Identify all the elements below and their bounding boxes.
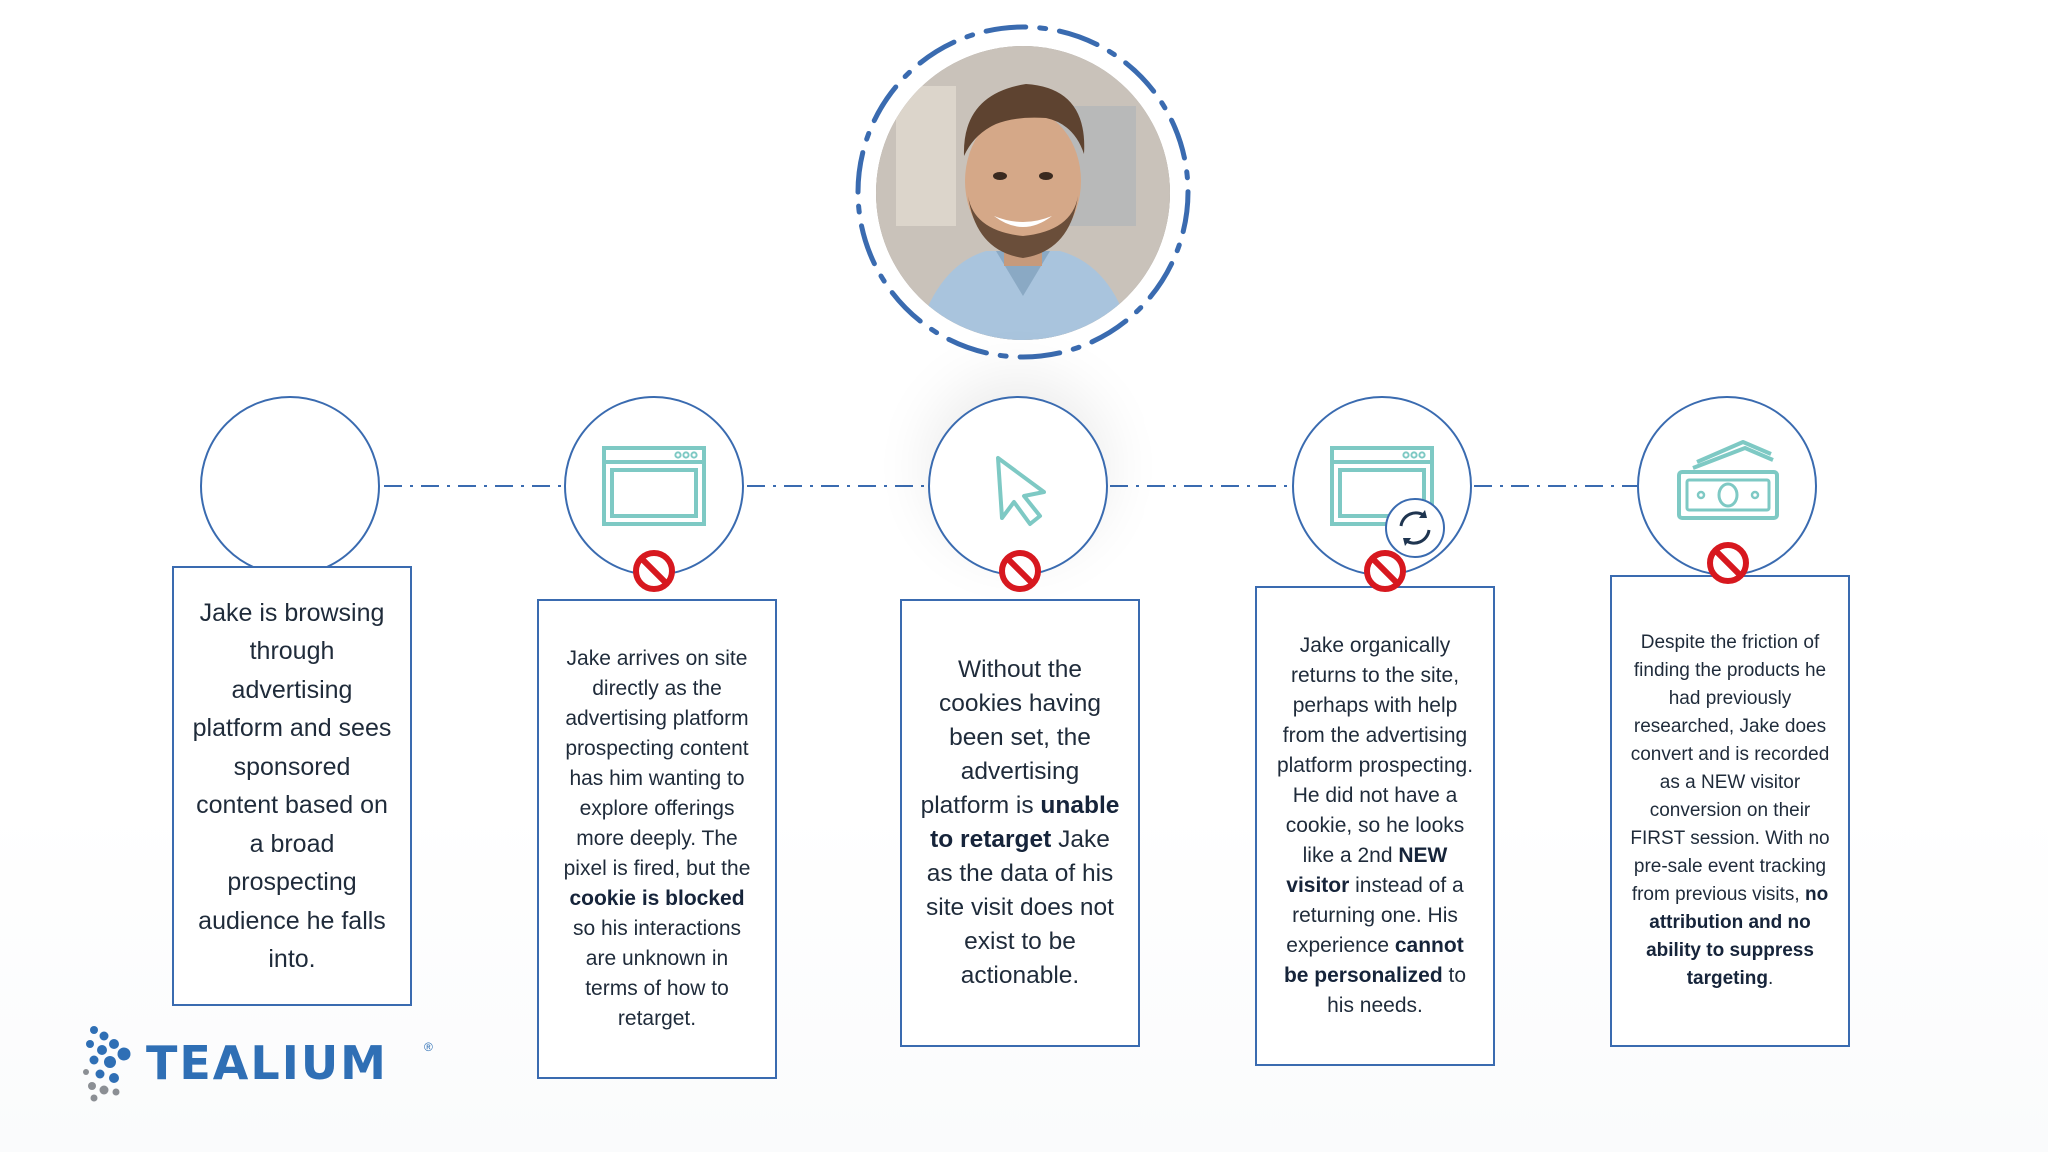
step-4-circle xyxy=(1292,396,1472,576)
body-text: . xyxy=(1768,968,1774,989)
step-5-text: Despite the friction of finding the prod… xyxy=(1612,629,1848,993)
step-5-card: Despite the friction of finding the prod… xyxy=(1610,575,1850,1047)
cursor-arrow-icon xyxy=(996,456,1046,526)
emphasis-text: no attribution and no ability to suppres… xyxy=(1646,884,1829,989)
browser-window-icon xyxy=(602,446,706,526)
emphasis-text: NEW visitor xyxy=(1286,844,1448,897)
emphasis-text: cannot be personalized xyxy=(1283,934,1464,987)
step-4-card: Jake organically returns to the site, pe… xyxy=(1255,586,1495,1066)
body-text: Without the cookies having been set, the… xyxy=(920,656,1102,819)
step-2-circle xyxy=(564,396,744,576)
browser-refresh-icon xyxy=(1330,446,1445,558)
body-text: Jake arrives on site directly as the adv… xyxy=(563,647,751,880)
cash-bills-icon xyxy=(1677,440,1779,520)
body-text: so his interactions are unknown in terms… xyxy=(572,917,742,1030)
step-3-text: Without the cookies having been set, the… xyxy=(902,653,1138,993)
tealium-logo-mark xyxy=(83,1026,131,1102)
step-3-circle xyxy=(928,396,1108,576)
step-4-text: Jake organically returns to the site, pe… xyxy=(1257,631,1493,1021)
blocked-icon xyxy=(1364,550,1406,592)
body-text: Jake is browsing through advertising pla… xyxy=(192,598,392,974)
body-text: instead of a returning one. His experien… xyxy=(1286,874,1464,957)
step-1-circle xyxy=(200,396,380,576)
blocked-icon xyxy=(633,550,675,592)
body-text: Jake as the data of his site visit does … xyxy=(926,826,1114,989)
body-text: to his needs. xyxy=(1327,964,1467,1017)
step-1-card: Jake is browsing through advertising pla… xyxy=(172,566,412,1006)
avatar-photo xyxy=(876,46,1170,340)
step-2-text: Jake arrives on site directly as the adv… xyxy=(539,644,775,1034)
blocked-icon xyxy=(1707,542,1749,584)
body-text: Jake organically returns to the site, pe… xyxy=(1276,634,1474,867)
body-text: Despite the friction of finding the prod… xyxy=(1630,632,1830,905)
blocked-icon xyxy=(999,550,1041,592)
avatar-dashed-ring xyxy=(855,24,1191,360)
brand-name: TEALIUM xyxy=(146,1036,388,1090)
step-1-text: Jake is browsing through advertising pla… xyxy=(174,594,410,979)
step-3-card: Without the cookies having been set, the… xyxy=(900,599,1140,1047)
emphasis-text: unable to retarget xyxy=(930,792,1120,853)
person-illustration xyxy=(876,46,1170,340)
registered-mark: ® xyxy=(424,1040,433,1054)
step-2-card: Jake arrives on site directly as the adv… xyxy=(537,599,777,1079)
emphasis-text: cookie is blocked xyxy=(569,887,745,910)
